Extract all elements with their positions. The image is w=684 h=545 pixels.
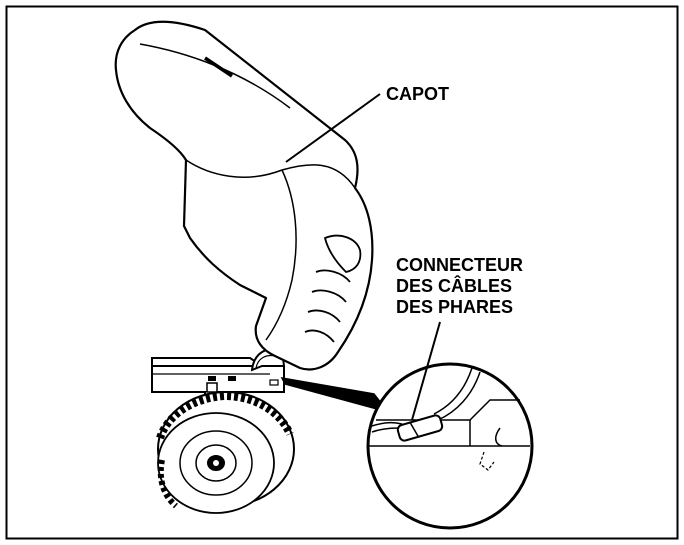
figure-border — [5, 5, 679, 540]
headlight-connector — [396, 414, 444, 442]
connector-label-line-2: DES CÂBLES — [396, 276, 513, 296]
magnified-detail — [366, 362, 534, 530]
hood — [114, 20, 374, 371]
connector-label: CONNECTEUR DES CÂBLES DES PHARES — [396, 255, 523, 318]
connector-leader-line — [411, 321, 441, 421]
hood-label: CAPOT — [386, 84, 449, 104]
connector-label-line-3: DES PHARES — [396, 297, 514, 317]
callout-wedge — [280, 377, 390, 414]
hood-leader-line — [285, 93, 381, 163]
tractor-frame — [151, 357, 285, 405]
front-tire — [156, 391, 295, 514]
connector-label-line-1: CONNECTEUR — [396, 255, 524, 275]
